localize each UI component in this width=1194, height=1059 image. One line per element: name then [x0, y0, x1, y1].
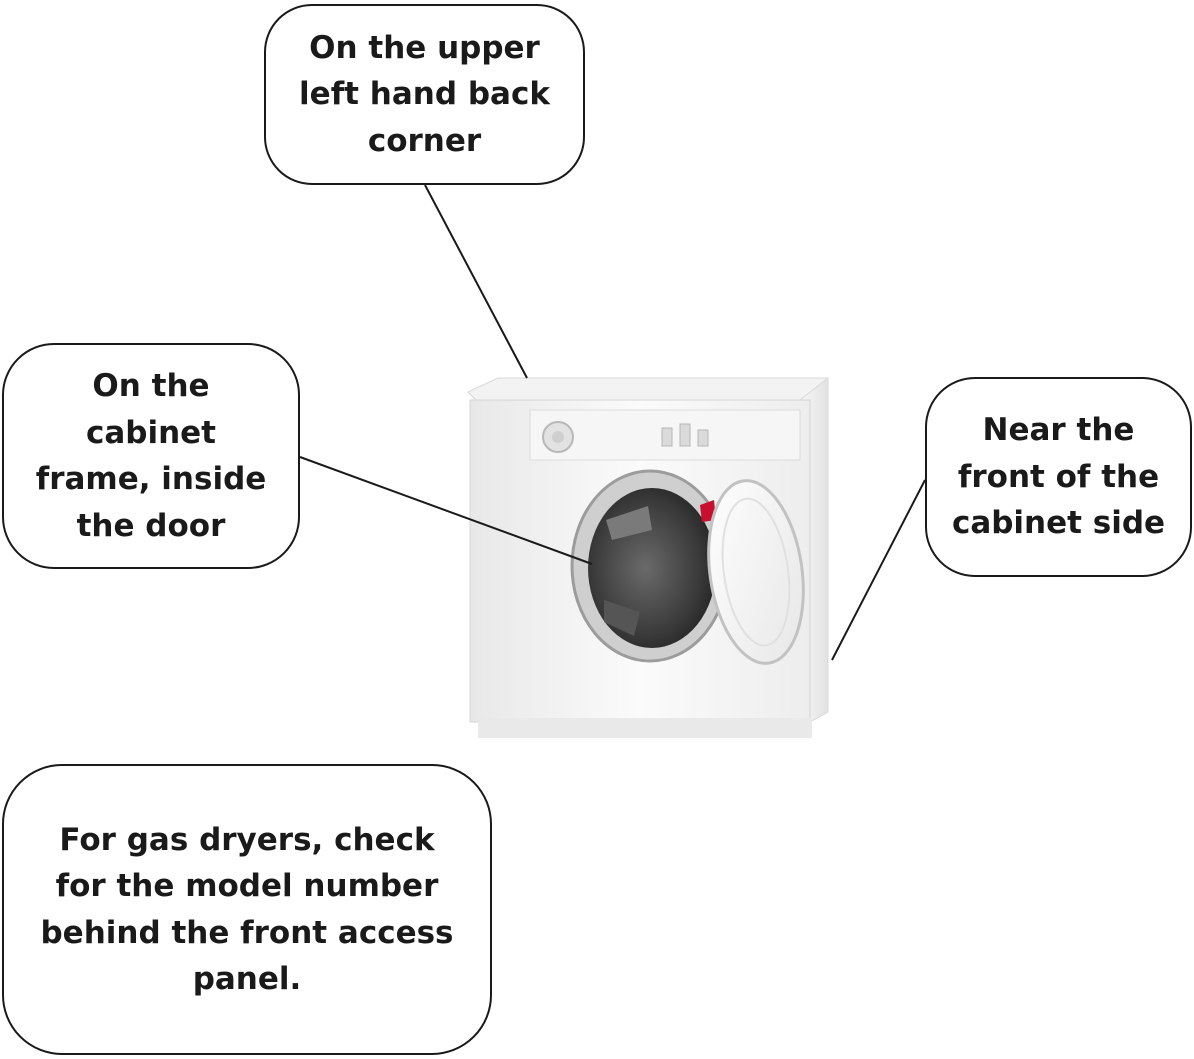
dryer-button-1: [661, 427, 673, 447]
dryer-drum-interior: [588, 488, 716, 648]
dryer-top-surface: [467, 377, 829, 403]
callout-bottom-text: For gas dryers, check for the model numb…: [40, 821, 454, 998]
callout-cabinet-frame: On the cabinet frame, inside the door: [2, 343, 300, 569]
dryer-base: [478, 718, 812, 738]
callout-gas-dryers: For gas dryers, check for the model numb…: [2, 764, 492, 1055]
leader-line-right: [831, 479, 926, 661]
callout-top-text: On the upper left hand back corner: [299, 29, 550, 159]
dryer-dial-center: [552, 431, 564, 443]
leader-line-top: [424, 184, 528, 379]
dryer-button-2: [679, 423, 691, 447]
dryer-open-door: [707, 479, 805, 665]
dryer-button-3: [697, 429, 709, 447]
callout-right-text: Near the front of the cabinet side: [951, 412, 1166, 542]
callout-left-text: On the cabinet frame, inside the door: [35, 368, 267, 544]
dryer-drum-baffle-1: [606, 506, 652, 540]
dryer-door-inner: [721, 497, 791, 647]
callout-upper-left-back-corner: On the upper left hand back corner: [264, 4, 585, 185]
dryer-drum-baffle-2: [604, 600, 640, 636]
callout-cabinet-side: Near the front of the cabinet side: [925, 377, 1192, 577]
leader-line-left: [299, 456, 593, 565]
